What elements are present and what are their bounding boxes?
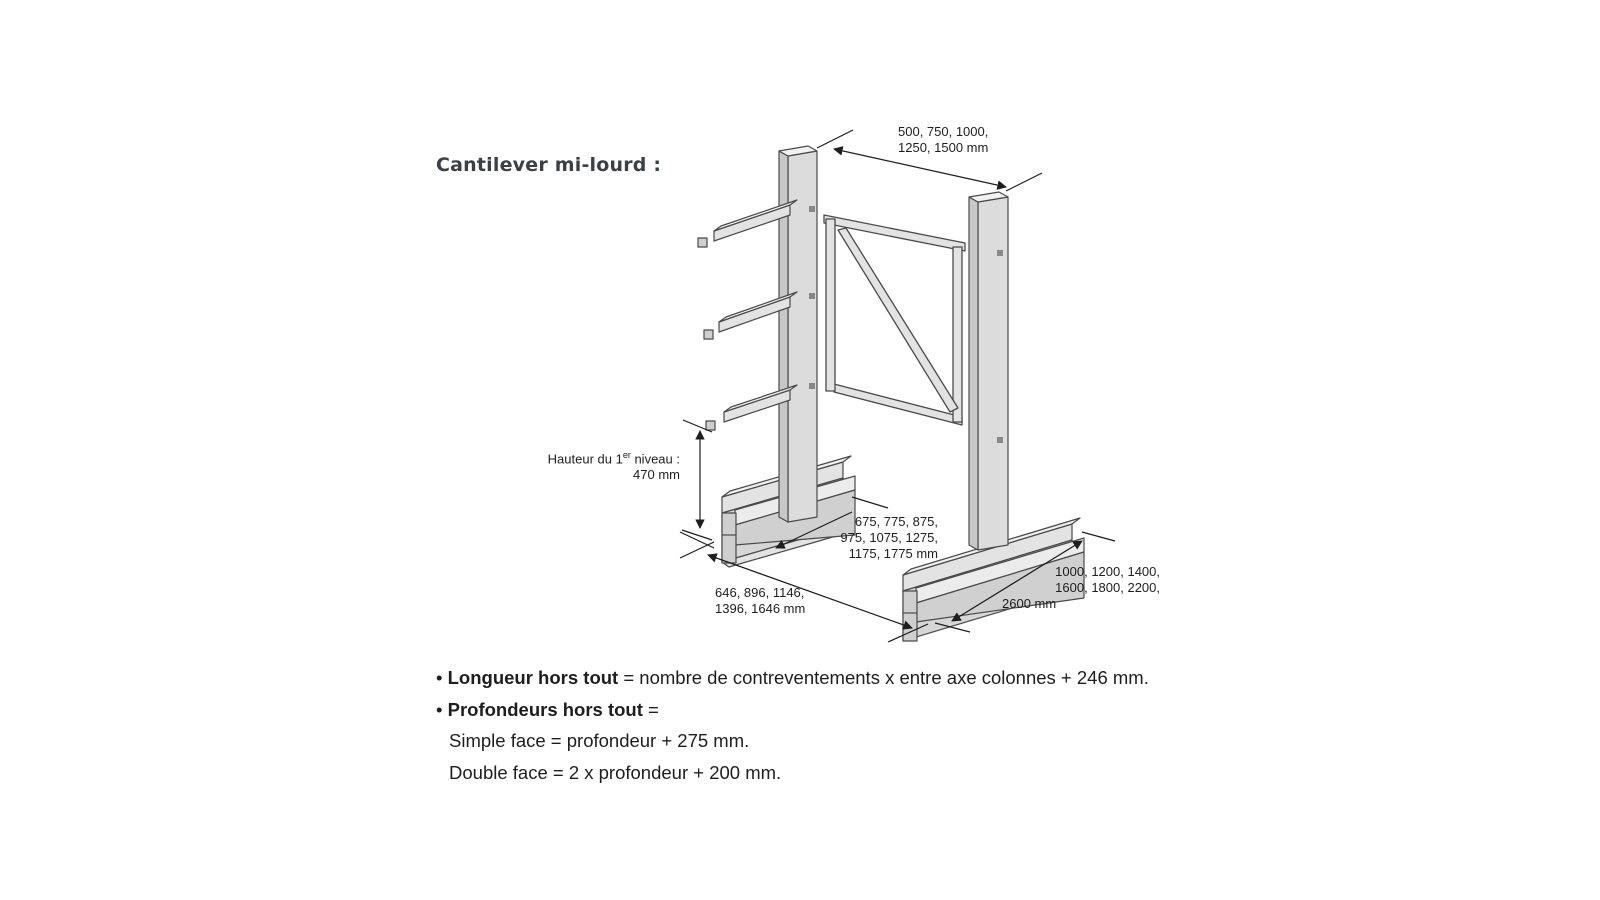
dimension-base-length-line-2: 1396, 1646 mm bbox=[715, 601, 806, 616]
dimension-base-length-line-1: 646, 896, 1146, bbox=[715, 585, 805, 600]
first-level-value: 470 mm bbox=[633, 467, 680, 483]
spec-profondeurs: • Profondeurs hors tout = bbox=[436, 698, 659, 720]
dimension-base-length-label: 646, 896, 1146, 1396, 1646 mm bbox=[715, 585, 805, 617]
dimension-column-height-line-2: 1600, 1800, 2200, bbox=[1055, 580, 1160, 595]
spec-longueur-text: = nombre de contreventements x entre axe… bbox=[618, 667, 1149, 688]
spec-profondeurs-label: Profondeurs hors tout bbox=[447, 698, 643, 720]
dimension-column-height-line-1: 1000, 1200, 1400, bbox=[1055, 564, 1160, 579]
arm-2 bbox=[703, 291, 798, 340]
dimension-arrow-column-height bbox=[951, 540, 1083, 622]
dimension-arrow-bras bbox=[775, 511, 853, 549]
dimension-column-height-line-3: 2600 mm bbox=[1002, 596, 1057, 611]
arm-3 bbox=[705, 384, 798, 431]
spec-longueur-label: Longueur hors tout bbox=[447, 667, 619, 688]
arm-1 bbox=[697, 199, 798, 248]
bracing-frame bbox=[823, 214, 966, 426]
spec-longueur: • Longueur hors tout = nombre de contrev… bbox=[436, 667, 1149, 688]
dimension-bras-label: 675, 775, 875, 975, 1075, 1275, 1175, 17… bbox=[800, 514, 938, 562]
dimension-entraxe-label: 500, 750, 1000, 1250, 1500 mm bbox=[898, 124, 988, 156]
dimension-entraxe-line-1: 500, 750, 1000, bbox=[898, 124, 989, 139]
first-level-sup: er bbox=[622, 450, 631, 460]
dimension-column-height-label: 1000, 1200, 1400, 1600, 1800, 2200, 2600… bbox=[1002, 564, 1160, 612]
page-title: Cantilever mi-lourd : bbox=[436, 154, 662, 176]
spec-profondeurs-text: = bbox=[642, 698, 659, 720]
dimension-bras-line-2: 975, 1075, 1275, bbox=[840, 530, 938, 545]
dimension-first-level-label: Hauteur du 1er niveau : 470 mm bbox=[548, 447, 680, 483]
spec-simple-face: Simple face = profondeur + 275 mm. bbox=[449, 730, 750, 751]
dimension-arrow-entraxe bbox=[833, 146, 1007, 190]
specs-list: • Longueur hors tout = nombre de contrev… bbox=[436, 662, 1149, 788]
right-column bbox=[968, 191, 1009, 551]
dimension-bras-line-1: 675, 775, 875, bbox=[854, 514, 938, 529]
dimension-entraxe-line-2: 1250, 1500 mm bbox=[898, 140, 989, 155]
bolt-holes bbox=[809, 206, 1003, 443]
first-level-caption: Hauteur du 1er niveau : bbox=[548, 447, 680, 467]
dimension-arrow-base-length bbox=[707, 553, 913, 630]
first-level-prefix: Hauteur du 1 bbox=[547, 451, 623, 467]
first-level-suffix: niveau : bbox=[630, 451, 680, 467]
left-column bbox=[778, 145, 818, 523]
spec-double-face: Double face = 2 x profondeur + 200 mm. bbox=[449, 761, 782, 783]
dimension-bras-line-3: 1175, 1775 mm bbox=[848, 546, 938, 561]
